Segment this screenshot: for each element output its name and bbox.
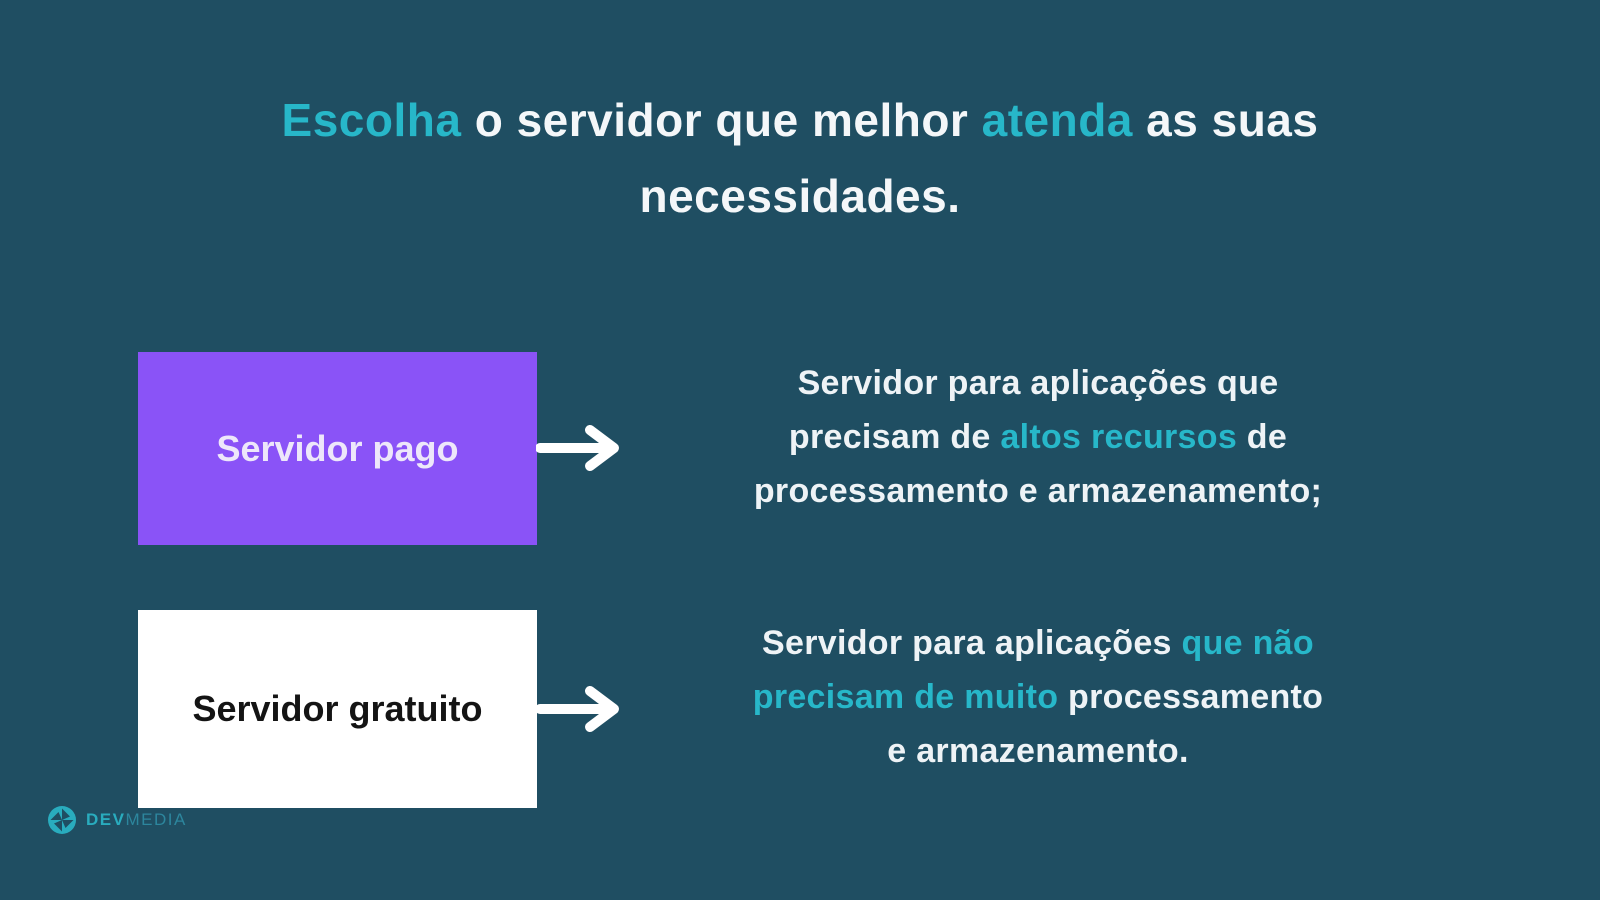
desc-text: precisam de xyxy=(788,418,1001,456)
title-text-2: as suas xyxy=(1132,94,1319,146)
desc-line: Servidor para aplicações que não xyxy=(650,616,1426,670)
page-title: Escolha o servidor que melhor atenda as … xyxy=(0,82,1600,234)
servidor-gratuito-description: Servidor para aplicações que não precisa… xyxy=(650,616,1426,778)
devmedia-logo: DEVMEDIA xyxy=(46,804,187,836)
servidor-gratuito-box: Servidor gratuito xyxy=(138,610,537,808)
devmedia-logo-icon xyxy=(48,806,76,834)
desc-line: Servidor para aplicações que xyxy=(650,356,1426,410)
servidor-pago-box: Servidor pago xyxy=(138,352,537,545)
desc-highlight: que não xyxy=(1181,624,1314,662)
desc-line: processamento e armazenamento; xyxy=(650,464,1426,518)
desc-text: processamento xyxy=(1058,678,1324,716)
desc-text: Servidor para aplicações xyxy=(762,624,1182,662)
devmedia-logo-text: DEVMEDIA xyxy=(86,810,187,830)
desc-highlight: altos recursos xyxy=(1000,418,1238,456)
title-accent-escolha: Escolha xyxy=(281,94,462,146)
servidor-pago-description: Servidor para aplicações que precisam de… xyxy=(650,356,1426,518)
desc-text: e armazenamento. xyxy=(887,732,1189,770)
title-line1: Escolha o servidor que melhor atenda as … xyxy=(282,94,1319,146)
desc-text: processamento e armazenamento; xyxy=(753,472,1323,510)
title-accent-atenda: atenda xyxy=(981,94,1133,146)
logo-dev-text: DEV xyxy=(86,810,126,829)
desc-line: precisam de altos recursos de xyxy=(650,410,1426,464)
logo-media-text: MEDIA xyxy=(125,810,187,829)
desc-text: Servidor para aplicações que xyxy=(797,364,1279,402)
arrow-right-icon xyxy=(536,425,619,471)
title-line2: necessidades. xyxy=(639,170,961,222)
desc-line: precisam de muito processamento xyxy=(650,670,1426,724)
title-text-1: o servidor que melhor xyxy=(461,94,982,146)
servidor-gratuito-label: Servidor gratuito xyxy=(192,688,483,729)
servidor-pago-label: Servidor pago xyxy=(216,427,459,469)
desc-line: e armazenamento. xyxy=(650,724,1426,778)
arrow-right-icon xyxy=(536,686,619,732)
desc-highlight: precisam de muito xyxy=(752,678,1059,716)
desc-text: de xyxy=(1237,418,1288,456)
